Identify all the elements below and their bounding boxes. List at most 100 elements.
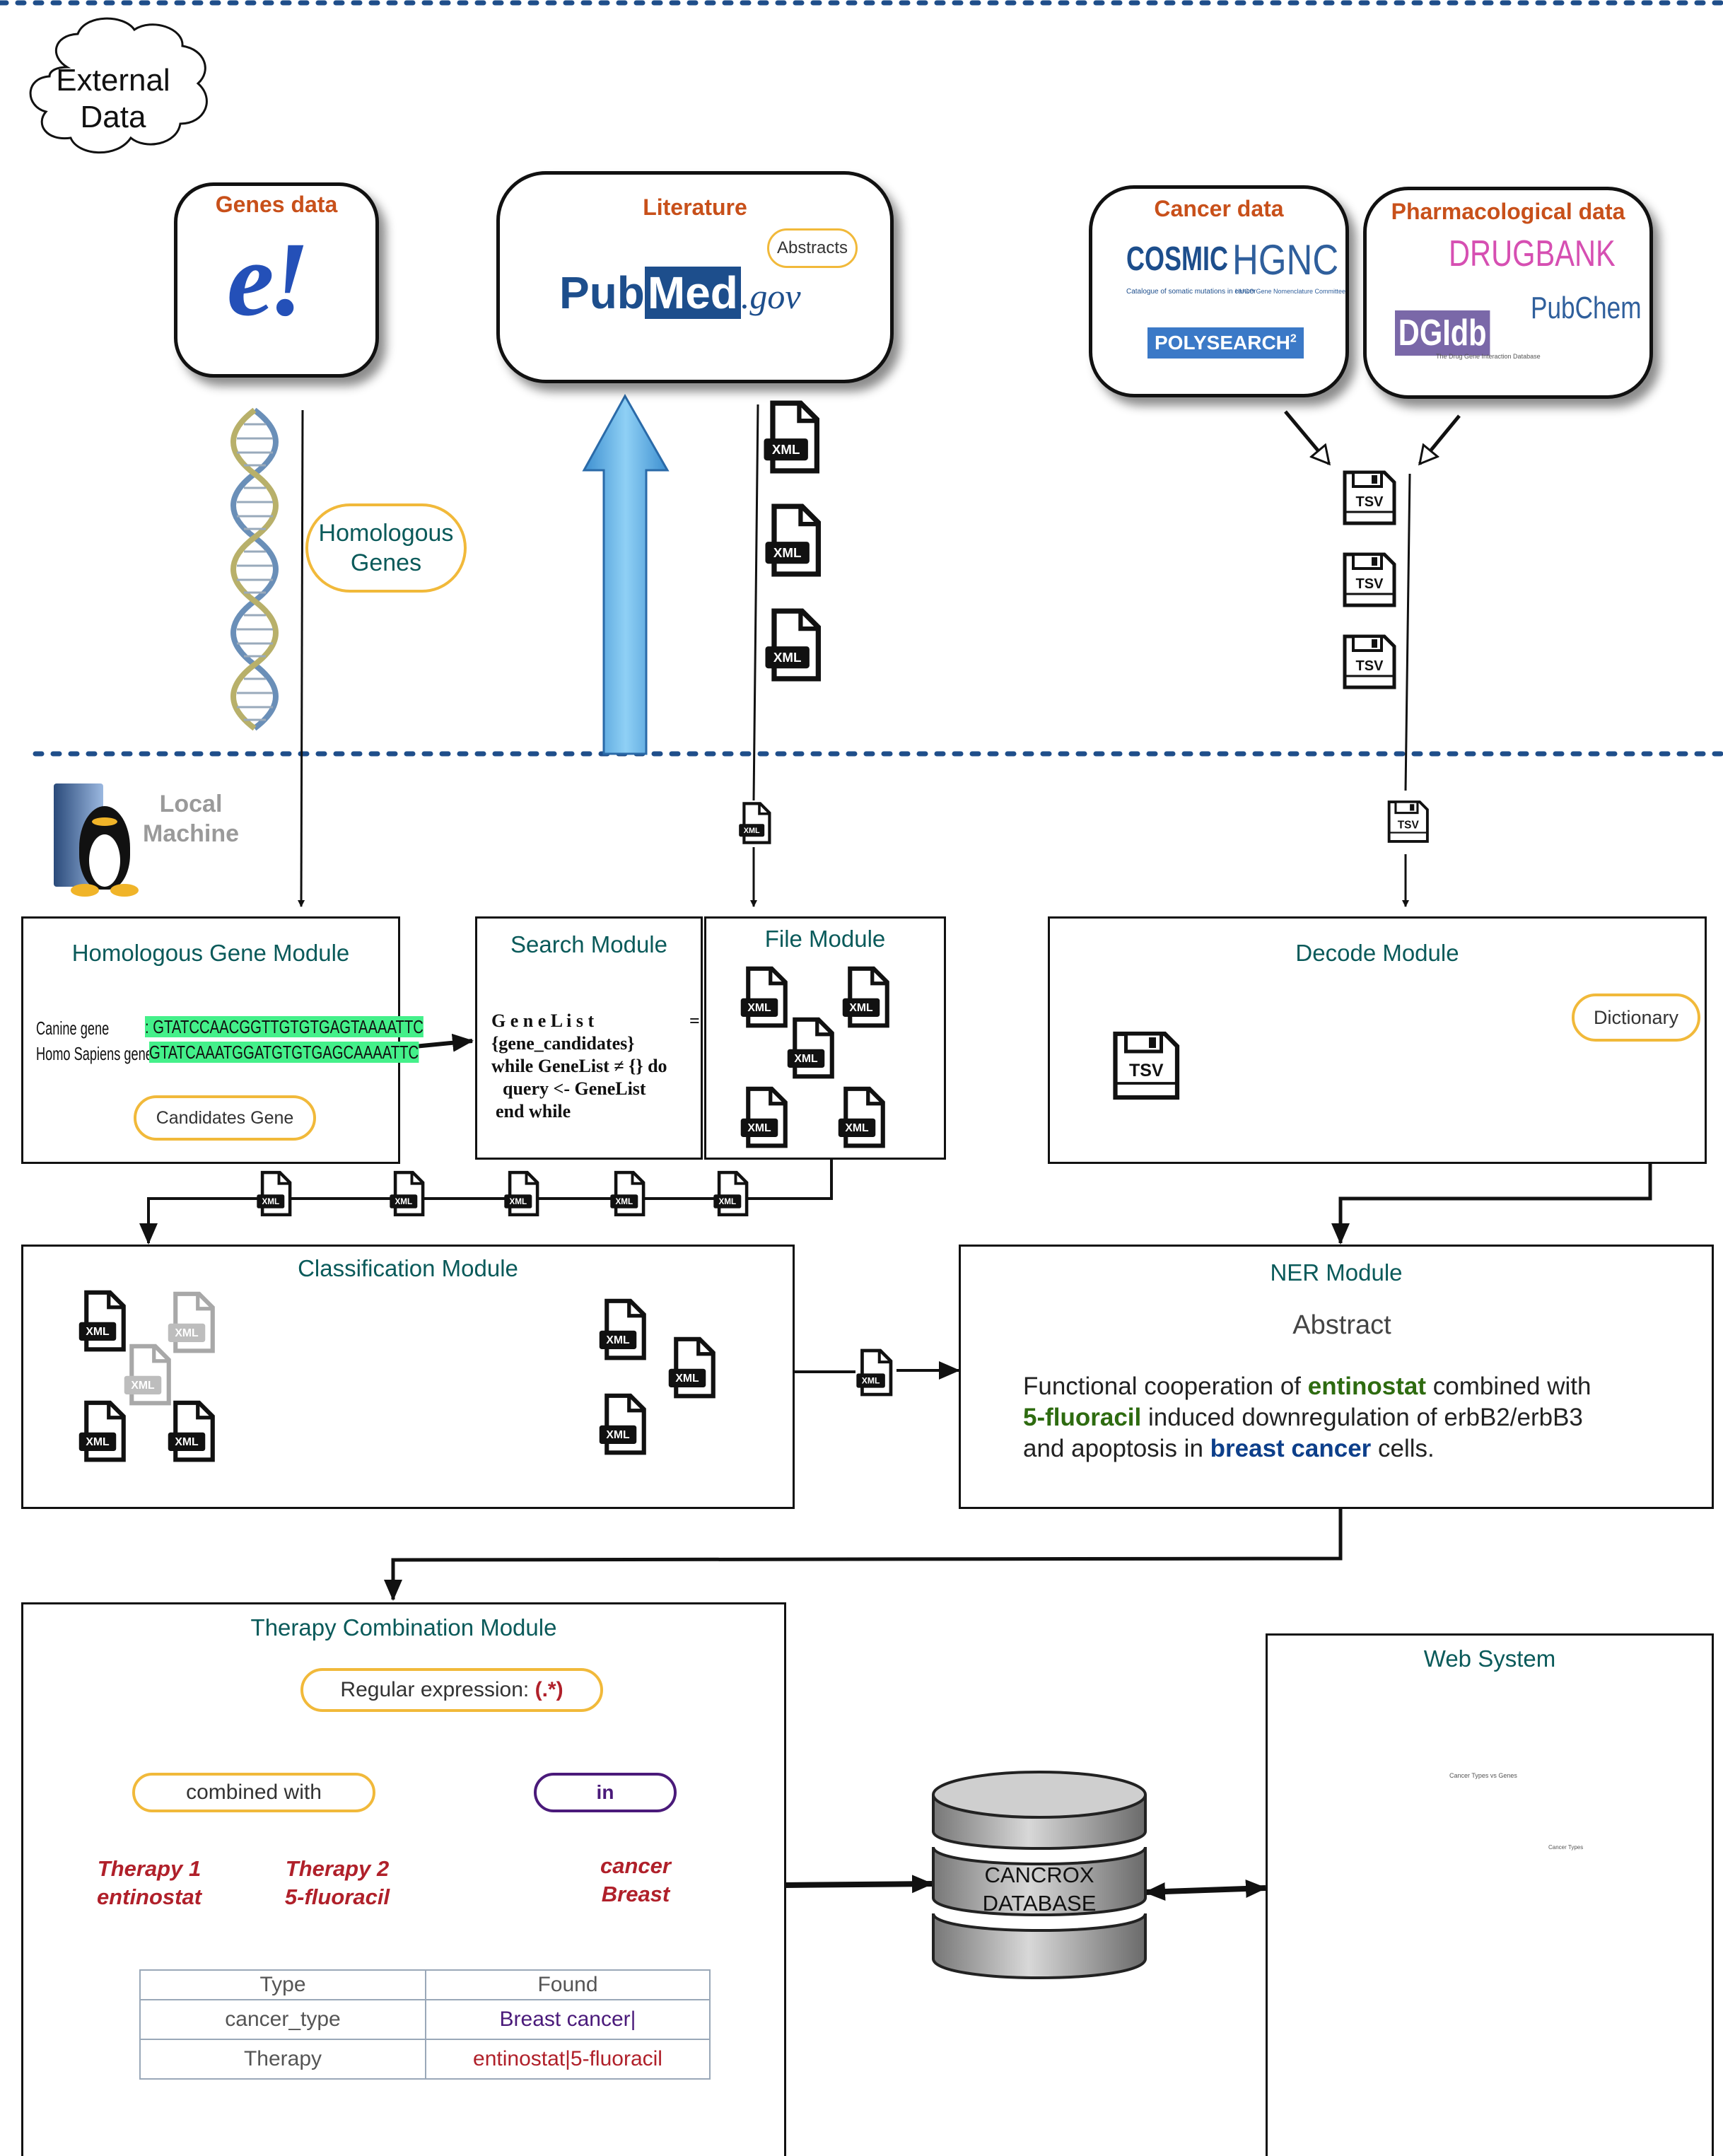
literature-source: Literature Abstracts PubMed.gov [496, 171, 894, 383]
hgnc-subtitle: HUGO Gene Nomenclature Committee [1235, 288, 1346, 295]
xml-file-icon: XML [762, 400, 822, 474]
svg-text:XML: XML [744, 827, 760, 835]
linux-penguin-icon [71, 806, 139, 898]
svg-text:XML: XML [747, 1002, 771, 1014]
database-cylinder-icon [932, 1771, 1147, 1979]
cloud-icon [29, 17, 208, 154]
svg-text:TSV: TSV [1356, 576, 1384, 592]
svg-text:TSV: TSV [1398, 819, 1420, 831]
regex-pill: Regular expression: (.*) [300, 1668, 603, 1712]
genes-to-homologous-arrow [298, 409, 305, 907]
svg-text:XML: XML [395, 1197, 412, 1206]
xml-file-icon: XML [740, 966, 789, 1028]
tsv-file-icon: TSV [1386, 793, 1430, 850]
table-header-found: Found [425, 1969, 711, 2000]
search-code-line3: while GeneList ≠ {} do [491, 1056, 667, 1076]
pubchem-logo: PubChem [1531, 291, 1642, 325]
xml-file-icon: XML [667, 1336, 717, 1399]
screen-chart-title: Cancer Types vs Genes [1449, 1772, 1517, 1779]
svg-text:XML: XML [773, 650, 801, 665]
xml-file-icon: XML [713, 1167, 749, 1220]
xml-file-icon: XML [78, 1290, 127, 1352]
svg-text:XML: XML [773, 545, 801, 560]
svg-text:TSV: TSV [1129, 1061, 1164, 1080]
xml-file-icon: XML [837, 1086, 887, 1148]
ner-module-title: NER Module [1270, 1259, 1403, 1286]
xml-file-icon: XML [786, 1017, 836, 1079]
polysearch-logo: POLYSEARCH2 [1147, 327, 1304, 359]
svg-text:XML: XML [675, 1373, 699, 1385]
svg-text:XML: XML [845, 1122, 869, 1134]
svg-text:XML: XML [175, 1436, 199, 1448]
genes-data-title: Genes data [215, 192, 338, 217]
ner-to-therapy-connector [384, 1509, 1343, 1601]
xml-file-icon: XML [598, 1393, 648, 1455]
xml-file-icon: XML [256, 1167, 293, 1220]
ner-module: NER Module Abstract Functional cooperati… [959, 1245, 1714, 1509]
svg-text:XML: XML [86, 1436, 110, 1448]
xml-file-icon: XML [78, 1400, 127, 1462]
svg-text:XML: XML [175, 1327, 199, 1339]
tsv-file-icon: TSV [1341, 552, 1397, 608]
table-row: cancer_type Breast cancer| [139, 1999, 711, 2040]
decode-module-title: Decode Module [1295, 940, 1459, 966]
screen-panel-title: Cancer Types [1548, 1844, 1584, 1851]
pharma-to-tsv-arrow [1420, 414, 1461, 464]
xml-file-icon: XML [609, 1167, 646, 1220]
xml-file-icon: XML [764, 503, 823, 577]
svg-text:XML: XML [772, 442, 800, 457]
human-gene-sequence: GTATCAAATGGATGTGTGAGCAAAATTC [149, 1042, 419, 1063]
svg-text:XML: XML [606, 1429, 630, 1441]
xml-file-icon: XML [738, 798, 772, 849]
file-to-classification-connector [139, 1160, 833, 1245]
svg-text:XML: XML [747, 1122, 771, 1134]
table-cell-type: Therapy [139, 2039, 426, 2080]
literature-title: Literature [643, 194, 747, 220]
svg-text:XML: XML [718, 1197, 736, 1206]
drugbank-logo: DRUGBANK [1449, 233, 1616, 274]
svg-text:XML: XML [794, 1053, 818, 1065]
dna-helix-icon [230, 407, 279, 731]
tsv-file-icon: TSV [1341, 634, 1397, 690]
table-cell-type: cancer_type [139, 1999, 426, 2040]
dgidb-logo: DGIdb [1395, 310, 1490, 356]
table-row: Therapy entinostat|5-fluoracil [139, 2039, 711, 2080]
combined-with-pill: combined with [132, 1773, 375, 1812]
tsv-file-icon: TSV [1341, 470, 1397, 526]
abstract-header: Abstract [1292, 1310, 1391, 1340]
search-module: Search Module G e n e L i s t = {gene_ca… [475, 916, 703, 1160]
svg-text:TSV: TSV [1356, 658, 1384, 674]
tsv-file-icon: TSV [1110, 1024, 1181, 1107]
xml-file-icon: XML [389, 1167, 426, 1220]
pubmed-logo: PubMed.gov [559, 267, 801, 319]
pharma-data-title: Pharmacological data [1391, 199, 1625, 224]
abstract-text-line3: and apoptosis in breast cancer cells. [1023, 1435, 1435, 1462]
abstracts-tag: Abstracts [767, 228, 858, 268]
therapy-to-database-arrow [784, 1875, 933, 1894]
dictionary-pill: Dictionary [1572, 993, 1700, 1042]
svg-text:XML: XML [849, 1002, 873, 1014]
classification-module-title: Classification Module [298, 1255, 518, 1281]
genes-data-source: Genes data e! [174, 182, 379, 378]
table-cell-found: Breast cancer| [425, 1999, 711, 2040]
table-header-type: Type [139, 1969, 426, 2000]
xml-file-icon: XML [598, 1298, 648, 1360]
web-system-title: Web System [1423, 1645, 1556, 1672]
search-code-line2: {gene_candidates} [491, 1033, 635, 1054]
cosmic-logo: COSMIC [1126, 240, 1228, 278]
table-cell-found: entinostat|5-fluoracil [425, 2039, 711, 2080]
database-web-arrow [1144, 1879, 1267, 1901]
abstract-text-line1: Functional cooperation of entinostat com… [1023, 1373, 1591, 1400]
svg-text:XML: XML [615, 1197, 633, 1206]
xml-file-icon: XML [167, 1291, 216, 1353]
query-up-arrow [582, 393, 670, 755]
xml-file-icon: XML [503, 1167, 540, 1220]
svg-text:TSV: TSV [1356, 494, 1384, 510]
search-code-line4: query <- GeneList [503, 1078, 646, 1099]
